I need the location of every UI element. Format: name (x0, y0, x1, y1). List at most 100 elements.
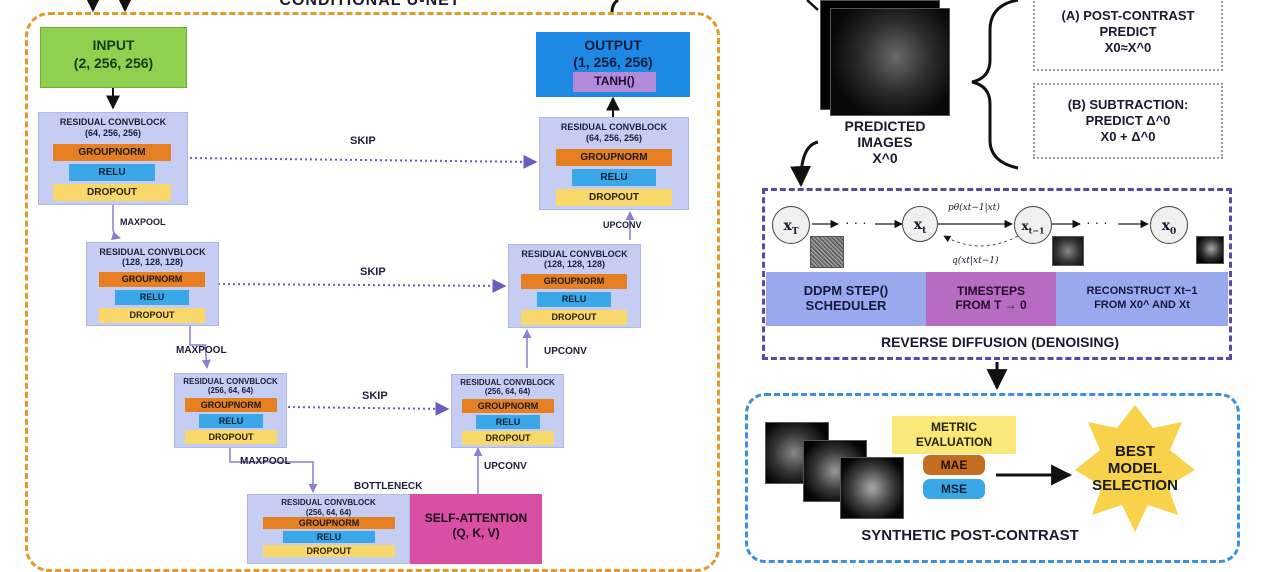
dropout-layer: DROPOUT (462, 431, 554, 445)
convblock-title: RESIDUAL CONVBLOCK (460, 378, 555, 387)
mode-post-contrast: (A) POST-CONTRAST PREDICT X0≈X^0 (1033, 0, 1223, 71)
groupnorm-layer: GROUPNORM (99, 272, 205, 287)
mse-badge: MSE (923, 479, 985, 499)
input-shape: (2, 256, 256) (73, 55, 154, 71)
output-label: OUTPUT (584, 37, 642, 53)
predicted-line1: PREDICTED (844, 118, 926, 134)
groupnorm-layer: GROUPNORM (185, 398, 277, 412)
convblock-dec-3: RESIDUAL CONVBLOCK (256, 64, 64) GROUPNO… (451, 374, 564, 448)
node-xt: xt (902, 206, 938, 242)
convblock-shape: (256, 64, 64) (305, 508, 352, 517)
dropout-layer: DROPOUT (53, 184, 171, 201)
maxpool-label-1: MAXPOOL (120, 217, 166, 227)
reverse-diffusion-frame (762, 188, 1232, 360)
predicted-line2: IMAGES (857, 134, 913, 150)
scheduler-line2: SCHEDULER (805, 298, 887, 313)
convblock-shape: (256, 64, 64) (207, 386, 254, 395)
groupnorm-layer: GROUPNORM (556, 149, 672, 166)
groupnorm-layer: GROUPNORM (53, 144, 171, 161)
convblock-shape: (128, 128, 128) (121, 257, 184, 267)
node-dots-2: · · · (1086, 214, 1108, 230)
relu-layer: RELU (537, 292, 611, 307)
maxpool-line-1 (110, 205, 121, 241)
metric-evaluation-box: METRIC EVALUATION (892, 416, 1016, 454)
backward-prob-label: q(xt|xt−1) (952, 256, 999, 266)
predicted-arrow (790, 140, 819, 188)
dropout-layer: DROPOUT (185, 430, 277, 444)
groupnorm-layer: GROUPNORM (521, 274, 627, 289)
dropout-layer: DROPOUT (99, 308, 205, 323)
reconstruct-line2: FROM X0^ AND Xt (1094, 299, 1190, 311)
node-dots-1: · · · (845, 214, 867, 230)
relu-layer: RELU (476, 415, 540, 429)
mode-a-line3: X0≈X^0 (1104, 40, 1152, 55)
mae-badge: MAE (923, 455, 985, 475)
self-attention-box: SELF-ATTENTION (Q, K, V) (410, 494, 542, 564)
convblock-title: RESIDUAL CONVBLOCK (183, 377, 278, 386)
relu-layer: RELU (69, 164, 155, 181)
convblock-enc-3: RESIDUAL CONVBLOCK (256, 64, 64) GROUPNO… (174, 373, 287, 448)
relu-layer: RELU (115, 290, 189, 305)
convblock-shape: (256, 64, 64) (484, 387, 531, 396)
mode-a-line2: PREDICT (1099, 24, 1157, 39)
node-xT: xT (772, 206, 810, 244)
clean-thumbnail (1196, 236, 1224, 264)
self-attention-label: SELF-ATTENTION (424, 511, 528, 525)
synthetic-title: SYNTHETIC POST-CONTRAST (861, 527, 1079, 544)
noise-thumbnail (810, 236, 844, 268)
convblock-shape: (64, 256, 256) (84, 128, 142, 138)
convblock-shape: (64, 256, 256) (585, 133, 643, 143)
mode-b-line2: PREDICT Δ^0 (1085, 113, 1171, 128)
groupnorm-layer: GROUPNORM (462, 399, 554, 413)
output-shape: (1, 256, 256) (573, 54, 653, 70)
predicted-image-stack-front (830, 8, 950, 116)
best-model-label: BEST MODEL SELECTION (1085, 443, 1185, 494)
convblock-title: RESIDUAL CONVBLOCK (59, 117, 167, 127)
node-xt-1: xt−1 (1014, 206, 1052, 244)
metric-line2: EVALUATION (915, 435, 993, 449)
convblock-bottleneck: RESIDUAL CONVBLOCK (256, 64, 64) GROUPNO… (247, 494, 410, 564)
input-box: INPUT (2, 256, 256) (40, 27, 187, 88)
timesteps-line1: TIMESTEPS (956, 284, 1025, 298)
best-star (1075, 405, 1195, 532)
input-label: INPUT (92, 37, 135, 53)
convblock-dec-2: RESIDUAL CONVBLOCK (128, 128, 128) GROUP… (508, 244, 641, 328)
convblock-title: RESIDUAL CONVBLOCK (281, 498, 376, 507)
maxpool-line-3 (229, 448, 318, 493)
mode-subtraction: (B) SUBTRACTION: PREDICT Δ^0 X0 + Δ^0 (1033, 83, 1223, 159)
predicted-line3: X^0 (872, 150, 898, 166)
scheduler-line1: DDPM STEP() (803, 283, 889, 298)
unet-title: CONDITIONAL U-NET (250, 0, 490, 10)
tanh-box: TANH() (573, 72, 656, 92)
connectors (82, 0, 1195, 532)
convblock-shape: (128, 128, 128) (543, 259, 606, 269)
synthetic-image-3 (840, 457, 904, 519)
self-attention-qkv: (Q, K, V) (452, 526, 500, 540)
skip-label-2: SKIP (360, 266, 386, 278)
dropout-layer: DROPOUT (521, 310, 627, 325)
convblock-enc-2: RESIDUAL CONVBLOCK (128, 128, 128) GROUP… (86, 242, 219, 326)
relu-layer: RELU (572, 169, 656, 186)
brace (971, 0, 1019, 170)
reconstruct-box: RECONSTRUCT Xt−1 FROM X0^ AND Xt (1056, 272, 1228, 326)
predicted-images-label: PREDICTED IMAGES X^0 (820, 118, 950, 166)
metric-line1: METRIC (931, 420, 977, 434)
upconv-label-2: UPCONV (544, 346, 587, 357)
maxpool-label-3: MAXPOOL (240, 456, 291, 467)
relu-layer: RELU (283, 531, 375, 543)
best-line1: BEST (1114, 443, 1155, 460)
convblock-dec-1: RESIDUAL CONVBLOCK (64, 256, 256) GROUPN… (539, 117, 689, 210)
timesteps-line2: FROM T → 0 (955, 298, 1027, 312)
brace-top (806, 0, 819, 11)
upconv-label-1: UPCONV (603, 220, 642, 230)
dropout-layer: DROPOUT (263, 545, 395, 557)
mode-b-line3: X0 + Δ^0 (1100, 129, 1156, 144)
convblock-title: RESIDUAL CONVBLOCK (521, 249, 628, 259)
convblock-title: RESIDUAL CONVBLOCK (99, 247, 206, 257)
chain-back-arrow (943, 235, 1019, 247)
upconv-label-3: UPCONV (484, 461, 527, 472)
partial-denoise-thumbnail (1052, 236, 1084, 266)
mode-b-line1: (B) SUBTRACTION: (1067, 97, 1189, 112)
skip-label-3: SKIP (362, 390, 388, 402)
maxpool-label-2: MAXPOOL (176, 345, 227, 356)
